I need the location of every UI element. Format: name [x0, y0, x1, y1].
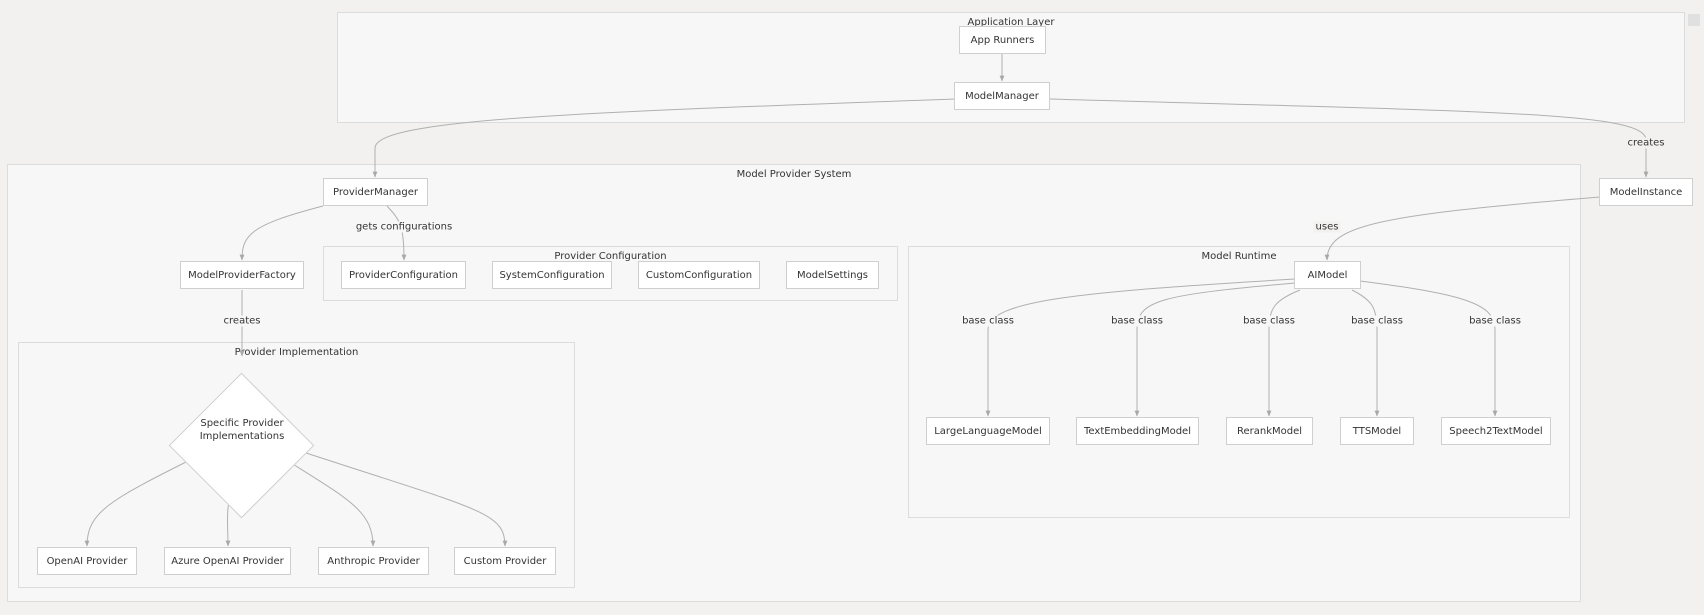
node-label: ModelProviderFactory — [188, 269, 296, 281]
node-custom-provider[interactable]: Custom Provider — [454, 547, 556, 575]
node-label: ProviderManager — [332, 186, 418, 198]
edge-modelmanager-modelinstance — [1049, 98, 1649, 178]
edge-specific-custom — [299, 450, 508, 547]
edge-modelmanager-providermanager — [372, 98, 956, 178]
node-label: ModelInstance — [1609, 186, 1683, 198]
node-provider-configuration[interactable]: ProviderConfiguration — [341, 261, 466, 289]
node-label: Azure OpenAI Provider — [171, 555, 284, 567]
group-title: Model Runtime — [1201, 251, 1277, 262]
group-title: Provider Implementation — [234, 347, 359, 358]
node-label: SystemConfiguration — [499, 269, 605, 281]
edge-aimodel-llm — [985, 278, 1296, 417]
scrollbar[interactable] — [1680, 0, 1704, 46]
edge-specific-anthropic — [287, 460, 376, 547]
edge-label-base-class: base class — [1109, 315, 1165, 327]
edge-providermanager-factory — [239, 205, 324, 261]
node-label: ProviderConfiguration — [349, 269, 458, 281]
node-model-instance[interactable]: ModelInstance — [1599, 178, 1693, 206]
node-app-runners[interactable]: App Runners — [959, 26, 1046, 54]
group-model-runtime: Model Runtime — [908, 246, 1570, 518]
edge-aimodel-speech2text — [1359, 280, 1498, 417]
edge-aimodel-textembedding — [1134, 282, 1296, 417]
edge-label-uses: uses — [1313, 221, 1341, 233]
node-anthropic-provider[interactable]: Anthropic Provider — [318, 547, 429, 575]
node-ai-model[interactable]: AIModel — [1294, 261, 1361, 289]
edge-label-base-class: base class — [1241, 315, 1297, 327]
node-label: TextEmbeddingModel — [1084, 425, 1191, 437]
edge-label-gets-configurations: gets configurations — [353, 221, 455, 233]
node-specific-provider-label: Specific Provider Implementations — [172, 417, 312, 443]
node-label: ModelSettings — [796, 269, 869, 281]
edge-modelinstance-aimodel — [1324, 196, 1601, 261]
node-label: CustomConfiguration — [645, 269, 753, 281]
node-custom-configuration[interactable]: CustomConfiguration — [638, 261, 760, 289]
node-large-language-model[interactable]: LargeLanguageModel — [926, 417, 1050, 445]
node-provider-manager[interactable]: ProviderManager — [323, 178, 428, 206]
node-label: ModelManager — [965, 90, 1039, 102]
scroll-thumb[interactable] — [1688, 14, 1700, 26]
group-title: Model Provider System — [736, 169, 852, 180]
node-azure-openai-provider[interactable]: Azure OpenAI Provider — [164, 547, 291, 575]
node-openai-provider[interactable]: OpenAI Provider — [37, 547, 137, 575]
node-label: LargeLanguageModel — [934, 425, 1042, 437]
edge-label-creates: creates — [221, 315, 263, 327]
node-rerank-model[interactable]: RerankModel — [1226, 417, 1313, 445]
group-title: Application Layer — [967, 17, 1055, 28]
node-label: AIModel — [1307, 269, 1348, 281]
node-system-configuration[interactable]: SystemConfiguration — [492, 261, 612, 289]
node-label: OpenAI Provider — [46, 555, 128, 567]
node-label-line: Specific Provider — [200, 418, 284, 429]
node-model-manager[interactable]: ModelManager — [954, 82, 1050, 110]
node-label: Anthropic Provider — [327, 555, 420, 567]
node-model-provider-factory[interactable]: ModelProviderFactory — [180, 261, 304, 289]
edge-label-base-class: base class — [1349, 315, 1405, 327]
node-text-embedding-model[interactable]: TextEmbeddingModel — [1076, 417, 1199, 445]
node-label-line: Implementations — [199, 431, 285, 442]
edge-label-base-class: base class — [960, 315, 1016, 327]
edge-aimodel-tts — [1351, 289, 1380, 417]
node-speech2text-model[interactable]: Speech2TextModel — [1441, 417, 1551, 445]
group-title: Provider Configuration — [554, 251, 667, 262]
node-label: App Runners — [970, 34, 1035, 46]
node-label: Custom Provider — [463, 555, 547, 567]
node-tts-model[interactable]: TTSModel — [1340, 417, 1414, 445]
node-label: Speech2TextModel — [1449, 425, 1543, 437]
node-label: TTSModel — [1352, 425, 1402, 437]
edge-label-base-class: base class — [1467, 315, 1523, 327]
edge-aimodel-rerank — [1266, 289, 1301, 417]
node-model-settings[interactable]: ModelSettings — [786, 261, 879, 289]
edge-providermanager-providerconfig — [386, 205, 407, 261]
edge-specific-openai — [84, 456, 197, 547]
edge-label-creates: creates — [1625, 137, 1667, 149]
node-label: RerankModel — [1236, 425, 1303, 437]
